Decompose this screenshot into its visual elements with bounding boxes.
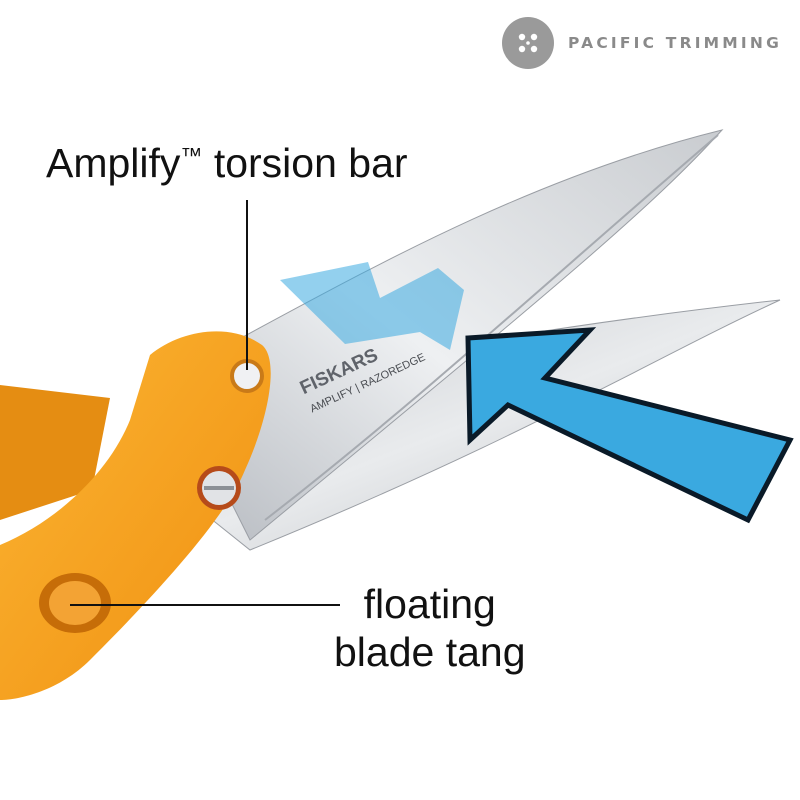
back-handle xyxy=(0,385,110,520)
tang-label-line2: blade tang xyxy=(334,629,526,675)
brand-logo: PACIFIC TRIMMING xyxy=(502,16,782,70)
blade-edge-bevel xyxy=(264,134,719,521)
torsion-bar-callout: Amplify™ torsion bar xyxy=(46,140,408,187)
brand-name: PACIFIC TRIMMING xyxy=(568,34,782,52)
blue-arrow xyxy=(465,327,794,524)
torsion-bar-label: Amplify xyxy=(46,140,181,186)
blade-tang-callout: floating blade tang xyxy=(334,580,526,676)
button-icon xyxy=(502,17,554,69)
tang-label-line1: floating xyxy=(363,581,496,627)
translucent-arrow xyxy=(280,262,464,350)
trademark-symbol: ™ xyxy=(180,143,203,168)
torsion-bar-suffix: torsion bar xyxy=(202,140,408,186)
handle-hole-inner xyxy=(49,581,101,625)
